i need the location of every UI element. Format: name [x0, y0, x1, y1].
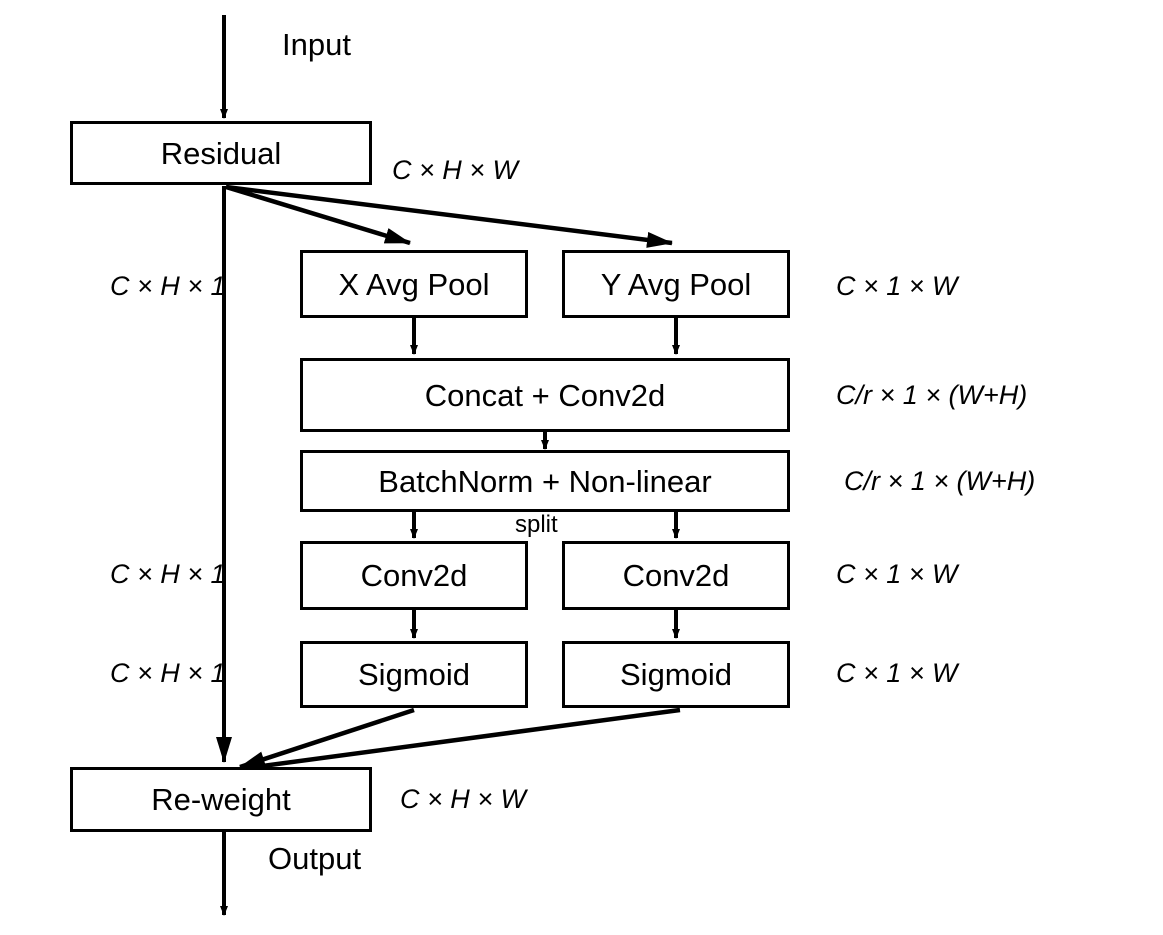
dim-right-sigmoid: C × 1 × W	[836, 658, 958, 688]
dim-right-pool: C × 1 × W	[836, 271, 958, 301]
node-x-avg-pool-label: X Avg Pool	[338, 266, 490, 302]
node-sigmoid-right-label: Sigmoid	[620, 657, 732, 692]
node-sigmoid-left[interactable]: Sigmoid	[300, 641, 528, 708]
node-residual-label: Residual	[160, 135, 282, 171]
node-re-weight-label: Re-weight	[151, 782, 291, 817]
arrow-sigmoid-left-to-re-weight	[239, 707, 415, 770]
dim-re-weight: C × H × W	[400, 784, 527, 814]
dim-residual: C × H × W	[392, 155, 519, 185]
node-conv2d-right[interactable]: Conv2d	[562, 541, 790, 610]
node-batchnorm-nonlinear[interactable]: BatchNorm + Non-linear	[300, 450, 790, 512]
node-x-avg-pool[interactable]: X Avg Pool	[300, 250, 528, 318]
dim-concat-conv2d: C/r × 1 × (W+H)	[836, 380, 1028, 410]
node-sigmoid-right[interactable]: Sigmoid	[562, 641, 790, 708]
node-y-avg-pool[interactable]: Y Avg Pool	[562, 250, 790, 318]
dim-right-conv2d: C × 1 × W	[836, 559, 958, 589]
output-label: Output	[268, 841, 362, 876]
dim-left-pool: C × H × 1	[110, 271, 226, 301]
node-concat-conv2d[interactable]: Concat + Conv2d	[300, 358, 790, 432]
node-conv2d-right-label: Conv2d	[622, 558, 730, 593]
dim-batchnorm: C/r × 1 × (W+H)	[844, 466, 1036, 496]
split-label: split	[515, 511, 558, 538]
node-y-avg-pool-label: Y Avg Pool	[600, 266, 752, 302]
node-residual[interactable]: Residual	[70, 121, 372, 185]
node-sigmoid-left-label: Sigmoid	[358, 657, 470, 692]
node-re-weight[interactable]: Re-weight	[70, 767, 372, 832]
node-concat-conv2d-label: Concat + Conv2d	[424, 377, 666, 413]
arrow-residual-to-y-avg-pool	[225, 184, 673, 248]
node-batchnorm-nonlinear-label: BatchNorm + Non-linear	[378, 463, 712, 499]
node-conv2d-left[interactable]: Conv2d	[300, 541, 528, 610]
arrow-residual-to-x-avg-pool	[225, 184, 411, 246]
dim-left-conv2d: C × H × 1	[110, 559, 226, 589]
dim-left-sigmoid: C × H × 1	[110, 658, 226, 688]
input-label: Input	[282, 27, 351, 62]
arrow-sigmoid-right-to-re-weight	[239, 707, 681, 774]
node-conv2d-left-label: Conv2d	[360, 558, 468, 593]
